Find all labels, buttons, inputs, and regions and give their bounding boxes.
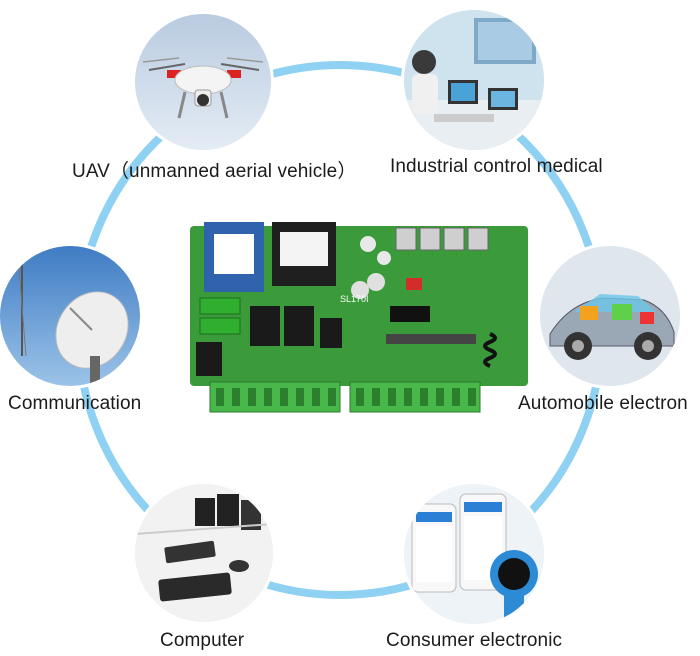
- board-marking: SL170I: [340, 294, 369, 304]
- drone-photo-icon: [135, 14, 271, 150]
- car-electronics-photo-icon: [540, 246, 680, 386]
- satellite-dish-photo-icon: [0, 246, 140, 386]
- control-room-photo-icon: [404, 10, 544, 150]
- control-board-photo-icon: SL170I: [190, 218, 528, 414]
- label-uav: UAV（unmanned aerial vehicle）: [72, 161, 357, 182]
- label-communication: Communication: [8, 393, 142, 414]
- label-automobile: Automobile electron: [518, 393, 688, 414]
- label-consumer-electronic: Consumer electronic: [386, 630, 563, 651]
- smartphone-watch-photo-icon: [404, 484, 544, 624]
- label-computer: Computer: [160, 630, 245, 651]
- label-industrial-control: Industrial control medical: [390, 156, 603, 177]
- computer-lab-photo-icon: [135, 484, 273, 622]
